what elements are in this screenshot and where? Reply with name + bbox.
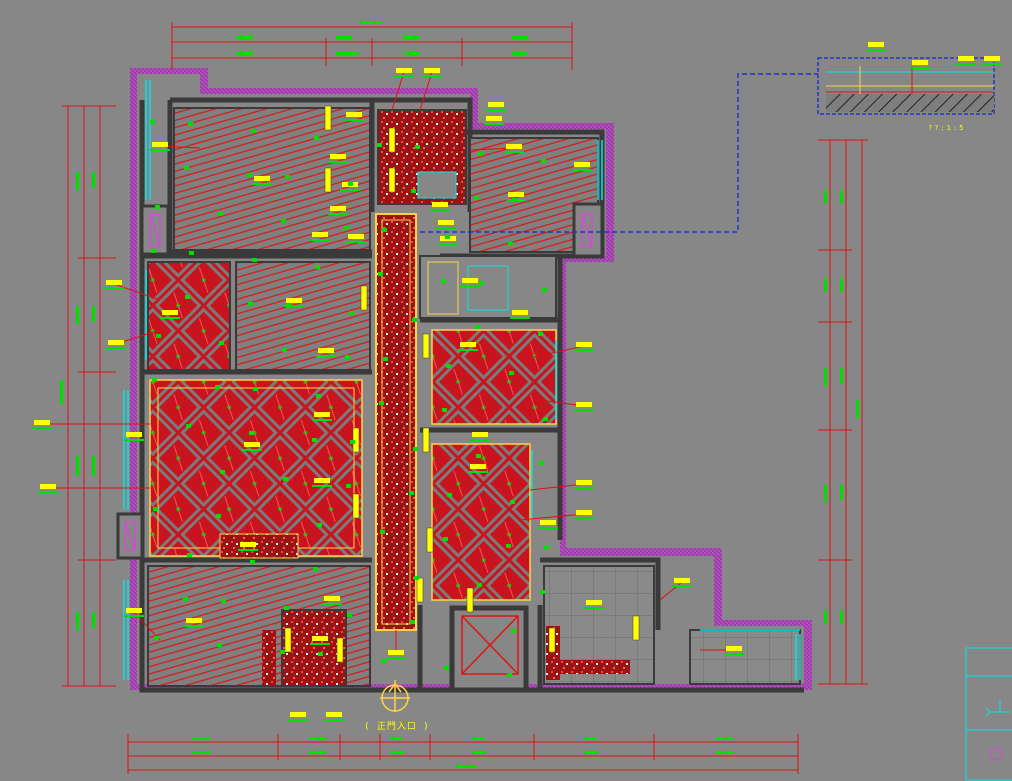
columns	[116, 202, 604, 560]
kitchen-floor	[543, 565, 655, 685]
left-dimension-text	[60, 172, 95, 630]
left-dimensions	[62, 105, 116, 687]
hall-floor	[431, 443, 531, 601]
column-markers	[124, 213, 593, 551]
bathroom-bottom-floor	[262, 609, 347, 687]
annotation-leaders	[42, 71, 734, 654]
top-dimension-text	[236, 21, 528, 55]
entrance-symbol	[380, 680, 410, 712]
utility-room	[419, 255, 557, 319]
living-room-floor	[149, 379, 363, 559]
annotation-symbols	[150, 105, 640, 677]
section-scale-label: ??:1:5	[928, 124, 966, 132]
bottom-dimension-text	[192, 737, 734, 768]
windows	[123, 80, 801, 680]
dining-floor	[147, 261, 231, 371]
right-dimension-text	[824, 190, 859, 624]
study-floor	[235, 261, 371, 371]
lounge-floor	[431, 329, 557, 425]
elevator-core	[449, 605, 529, 693]
detail-leader-line	[420, 73, 818, 233]
right-dimensions	[818, 139, 868, 685]
top-dimensions	[171, 22, 573, 70]
balcony-floor	[689, 629, 801, 685]
interior-walls	[139, 97, 804, 693]
bottom-dimensions	[127, 734, 799, 774]
section-detail	[817, 57, 995, 115]
compass-panel	[965, 647, 1012, 781]
entrance-label: ( 正門入口 )	[364, 722, 430, 732]
bedroom-top-left-floor	[173, 107, 371, 251]
corridor-floor	[375, 213, 417, 631]
